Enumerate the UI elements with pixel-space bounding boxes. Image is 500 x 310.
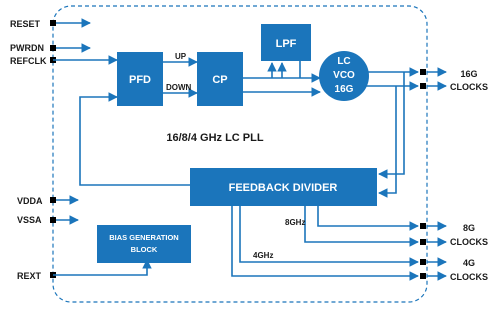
pin-vdda-pad [50, 197, 56, 203]
bias-label-line1: BIAS GENERATION [109, 233, 178, 242]
pin-8g-pad-2 [420, 239, 426, 245]
vco-label-line1: LC [337, 56, 350, 67]
wire-divider-to-pfd [79, 92, 190, 186]
chip-boundary [52, 5, 428, 303]
output-8g-label-line1: 8G [463, 223, 475, 233]
wire-vco-feedback-2 [378, 86, 397, 198]
pin-pwrdn-pad [50, 45, 56, 51]
wire-4g-1 [239, 206, 419, 267]
pin-4g-pad-1 [420, 259, 426, 265]
pin-reset-label: RESET [10, 19, 41, 29]
pfd-block: PFD [117, 52, 163, 106]
pin-reset-pad [50, 20, 56, 26]
feedback-divider-label: FEEDBACK DIVIDER [229, 182, 338, 194]
feedback-divider-block: FEEDBACK DIVIDER [190, 168, 377, 206]
output-4g-label-line2: CLOCKS [450, 272, 488, 282]
pin-vdda: VDDA [17, 195, 79, 206]
pin-refclk-label: REFCLK [10, 56, 47, 66]
pin-pwrdn: PWRDN [10, 43, 91, 53]
signal-down-label: DOWN [166, 83, 192, 92]
pin-rext: REXT [17, 271, 56, 281]
pin-pwrdn-label: PWRDN [10, 43, 44, 53]
diagram-title: 16/8/4 GHz LC PLL [166, 132, 263, 144]
vco-label-line3: 16G [335, 84, 354, 95]
pin-refclk: REFCLK [10, 56, 56, 66]
pin-8g-pad-1 [420, 223, 426, 229]
pin-reset: RESET [10, 18, 91, 29]
cp-label: CP [212, 74, 227, 86]
wire-4g-2 [231, 206, 419, 281]
pin-4g-pad-2 [420, 273, 426, 279]
signal-4ghz-label: 4GHz [253, 251, 273, 260]
pin-vssa: VSSA [17, 215, 79, 225]
output-4g-label-line1: 4G [463, 258, 475, 268]
pfd-label: PFD [129, 74, 151, 86]
signal-8ghz-label: 8GHz [285, 218, 305, 227]
bias-label-line2: BLOCK [131, 245, 158, 254]
vco-label-line2: VCO [333, 70, 355, 81]
pin-vdda-label: VDDA [17, 196, 43, 206]
pin-16g-pad-1 [420, 69, 426, 75]
pin-vssa-pad [50, 217, 56, 223]
lpf-label: LPF [276, 38, 297, 50]
bias-generation-block: BIAS GENERATION BLOCK [97, 225, 191, 263]
output-16g-label-line1: 16G [460, 69, 477, 79]
pin-rext-label: REXT [17, 271, 42, 281]
pin-16g-pad-2 [420, 83, 426, 89]
cp-block: CP [197, 52, 243, 106]
wire-rext-bias [53, 259, 152, 276]
wire-8g-2 [304, 206, 419, 247]
output-16g-label-line2: CLOCKS [450, 82, 488, 92]
wire-vco-feedback-1 [378, 72, 405, 179]
signal-up-label: UP [175, 52, 187, 61]
lpf-block: LPF [261, 24, 311, 61]
vco-block: LC VCO 16G [319, 51, 369, 101]
output-8g-label-line2: CLOCKS [450, 237, 488, 247]
pin-vssa-label: VSSA [17, 215, 42, 225]
wire-8g-1 [317, 206, 419, 231]
